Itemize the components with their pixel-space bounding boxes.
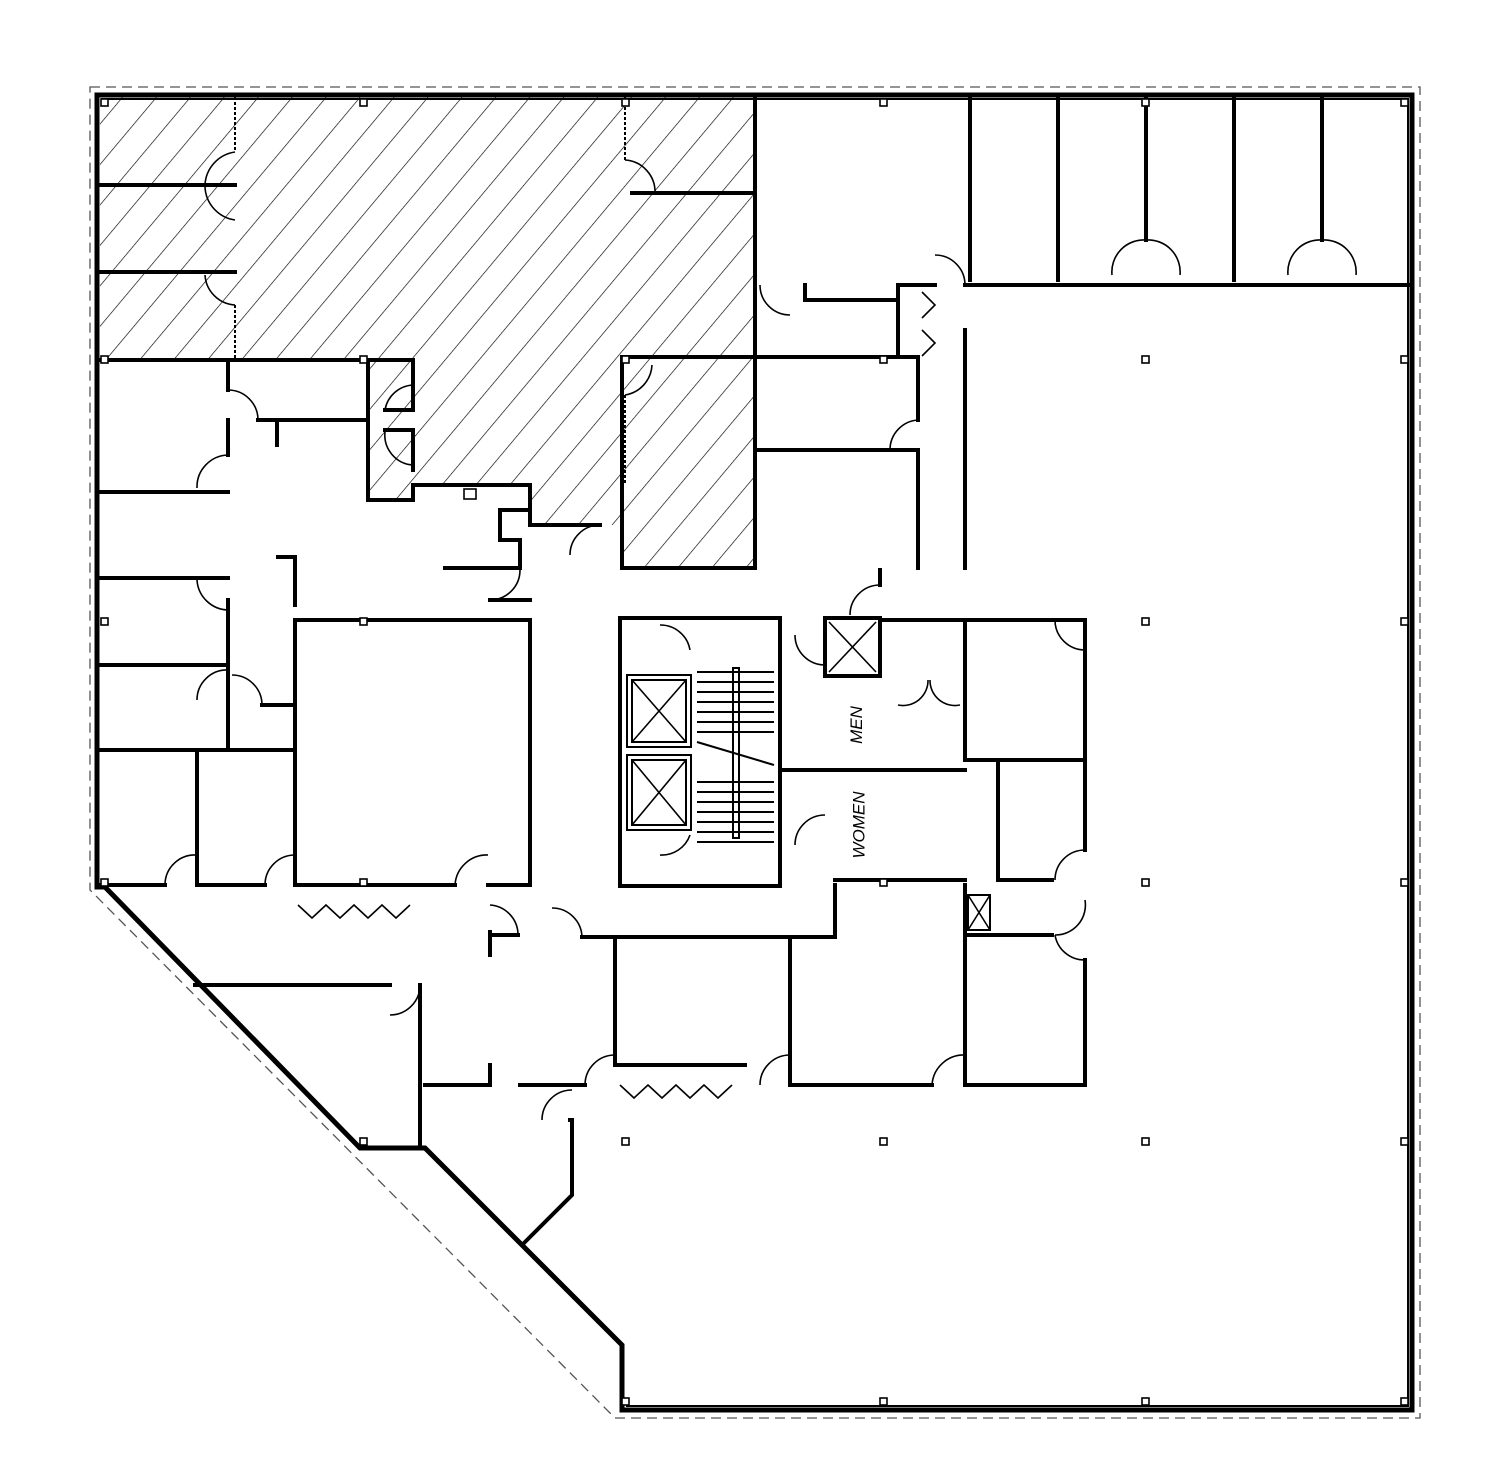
columns <box>100 98 1409 1406</box>
column <box>1141 617 1150 626</box>
building-core <box>618 616 991 931</box>
column <box>1141 98 1150 107</box>
property-line <box>89 86 1421 1419</box>
column <box>1400 1397 1409 1406</box>
column <box>879 1397 888 1406</box>
column <box>100 878 109 887</box>
shaft-box <box>967 894 991 931</box>
column <box>1141 878 1150 887</box>
stair-break-line <box>696 741 775 766</box>
elevator-2 <box>626 754 692 831</box>
column <box>879 1137 888 1146</box>
column <box>1400 1137 1409 1146</box>
dashed-partitions <box>234 97 626 485</box>
column <box>1400 355 1409 364</box>
column <box>621 355 630 364</box>
equipment-box <box>463 488 477 500</box>
elevator-1 <box>626 674 692 748</box>
column <box>1141 1397 1150 1406</box>
column <box>1400 878 1409 887</box>
column <box>621 1137 630 1146</box>
column <box>359 98 368 107</box>
hatched-area <box>100 97 755 568</box>
column <box>879 878 888 887</box>
column <box>100 98 109 107</box>
column <box>621 98 630 107</box>
column <box>1400 98 1409 107</box>
bifold-doors <box>297 291 937 1100</box>
column <box>621 1397 630 1406</box>
column <box>1400 617 1409 626</box>
column <box>1141 1137 1150 1146</box>
column <box>100 355 109 364</box>
column <box>879 355 888 364</box>
stair-core-wall <box>618 616 782 888</box>
room-label-men: MEN <box>846 706 866 744</box>
freight-elevator <box>823 616 882 678</box>
column <box>1141 355 1150 364</box>
door-swings <box>164 151 1357 1121</box>
room-label-women: WOMEN <box>849 791 869 859</box>
column <box>359 355 368 364</box>
column <box>359 1137 368 1146</box>
stair-treads <box>696 667 775 843</box>
column <box>359 617 368 626</box>
column <box>879 98 888 107</box>
interior-walls <box>98 95 1410 1248</box>
column <box>359 878 368 887</box>
column <box>100 617 109 626</box>
